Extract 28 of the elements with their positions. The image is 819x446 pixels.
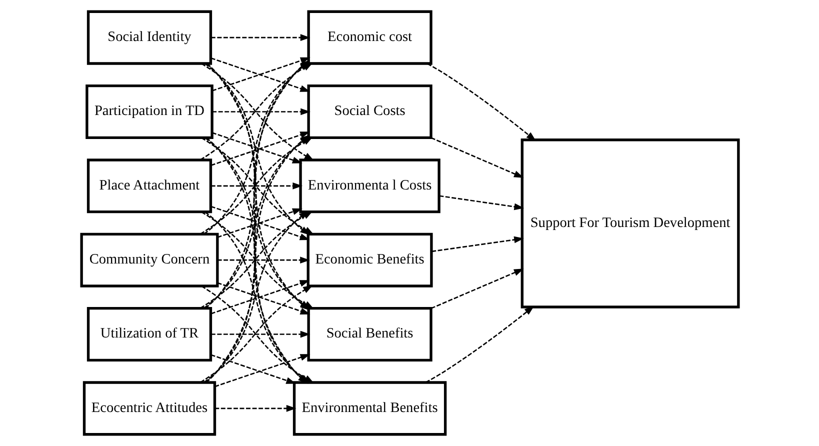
arrow: [431, 236, 524, 252]
arrow: [216, 208, 302, 238]
arrow: [211, 132, 302, 164]
arrow: [214, 405, 296, 412]
node-box: Community Concern: [80, 232, 218, 288]
arrow: [424, 306, 534, 384]
node-box: Support For Tourism Development: [520, 138, 740, 308]
node-box: Participation in TD: [85, 84, 213, 139]
node-box: Environmental Benefits: [292, 381, 446, 436]
arrow: [210, 34, 310, 41]
arrow: [430, 137, 524, 178]
node-box: Place Attachment: [86, 158, 212, 214]
node-box: Utilization of TR: [86, 307, 212, 362]
arrow: [210, 182, 302, 190]
arrow: [210, 354, 296, 384]
node-box: Environmenta l Costs: [298, 158, 440, 214]
node-box: Economic Benefits: [306, 232, 432, 288]
arrow: [438, 195, 524, 210]
node-box: Social Costs: [306, 84, 432, 139]
node-box: Ecocentric Attitudes: [82, 381, 216, 436]
arrow: [210, 330, 310, 338]
arrow: [426, 63, 536, 142]
arrow: [212, 108, 310, 116]
node-box: Economic cost: [306, 10, 432, 65]
arrow: [216, 256, 310, 264]
node-box: Social Benefits: [306, 307, 432, 362]
node-box: Social Identity: [86, 10, 212, 65]
arrow: [430, 268, 524, 310]
